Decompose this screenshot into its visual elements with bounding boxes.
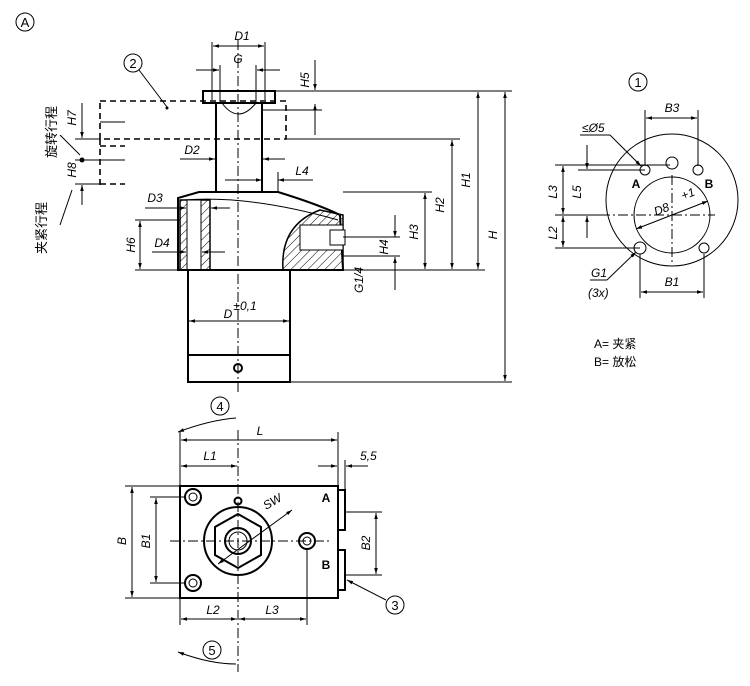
port-a-label: A	[632, 177, 641, 191]
rotation-arrow-icon	[177, 417, 237, 433]
dim-G1-4: G1/4	[352, 267, 366, 293]
dim-H: H	[486, 230, 500, 239]
dim-D4: D4	[154, 236, 170, 250]
dim-L4: L4	[295, 164, 309, 178]
svg-text:5: 5	[208, 643, 215, 658]
svg-text:2: 2	[129, 56, 136, 71]
clamp-head	[202, 90, 276, 104]
dim-H4: H4	[377, 239, 391, 255]
dim-D8-tolerance: +1	[679, 185, 697, 203]
svg-text:A: A	[21, 15, 30, 30]
clamp-arm-outline	[99, 100, 287, 140]
dim-H3: H3	[407, 224, 421, 240]
dim-B2: B2	[359, 535, 373, 550]
port-a-tab	[337, 489, 346, 531]
callout-5	[202, 640, 222, 660]
dim-L1: L1	[203, 449, 216, 463]
cylinder-body	[187, 269, 291, 383]
clamping-stroke-label: 夹紧行程	[34, 202, 49, 254]
dim-L5: L5	[570, 185, 584, 199]
piston-rod	[215, 103, 263, 192]
dim-H6: H6	[124, 237, 138, 253]
rotation-stroke-label: 旋转行程	[44, 106, 59, 158]
dim-L3: L3	[546, 185, 560, 199]
port-b-label: B	[705, 177, 714, 191]
dim-H7: H7	[65, 109, 79, 126]
dim-L2: L2	[546, 226, 560, 240]
dim-gap: 5,5	[360, 449, 377, 463]
dim-D2: D2	[184, 143, 200, 157]
dim-G: G	[233, 52, 242, 66]
svg-text:1: 1	[634, 75, 641, 90]
dim-L: L	[257, 424, 264, 438]
flange-outer-circle	[605, 133, 739, 267]
callout-4	[210, 396, 230, 416]
port-b-label: B	[322, 558, 331, 572]
legend-b: B= 放松	[594, 354, 636, 369]
side-view: H H1 H2 H3 H4 G1/4 D1 G H5 H7 H8 旋转行程 夹紧…	[34, 29, 512, 392]
dim-H8: H8	[65, 162, 79, 178]
svg-text:3: 3	[391, 598, 398, 613]
dim-SW: SW	[261, 490, 286, 513]
dim-D3: D3	[147, 191, 163, 205]
rotation-arrow-icon	[177, 651, 237, 665]
legend-a: A= 夹紧	[594, 337, 636, 351]
vent-hole	[233, 363, 243, 373]
dim-H5: H5	[298, 72, 312, 88]
port-a-label: A	[322, 491, 331, 505]
dim-G1-count: (3x)	[588, 286, 609, 300]
dim-G1: G1	[591, 266, 607, 280]
callout-2	[123, 53, 143, 73]
dim-B3: B3	[665, 101, 680, 115]
dim-hole-dia: ≤Ø5	[582, 121, 605, 135]
svg-text:4: 4	[216, 399, 223, 414]
port-b-tab	[337, 549, 346, 591]
dim-B: B	[115, 537, 129, 545]
dim-D1: D1	[234, 29, 249, 43]
base-plate	[179, 485, 339, 599]
dim-H2: H2	[433, 197, 447, 213]
callout-3	[385, 595, 405, 615]
dim-L3: L3	[265, 603, 279, 617]
view-a-marker: A	[15, 12, 35, 32]
flange-view: 1 A B B3 ≤Ø5 L3 L5 L2 D8 +1 G1 (3x) B1	[546, 72, 739, 369]
callout-1	[628, 72, 648, 92]
dim-D8: D8	[652, 200, 672, 219]
dim-D: D	[224, 307, 233, 321]
dim-H1: H1	[459, 172, 473, 187]
dim-L2: L2	[206, 603, 220, 617]
dim-D-tolerance: ±0,1	[233, 299, 256, 313]
dim-B1: B1	[665, 275, 680, 289]
top-view: SW A B L L1 5,5 B B1 B2 L2 L3 4 5	[115, 396, 405, 672]
dim-B1: B1	[139, 534, 153, 549]
